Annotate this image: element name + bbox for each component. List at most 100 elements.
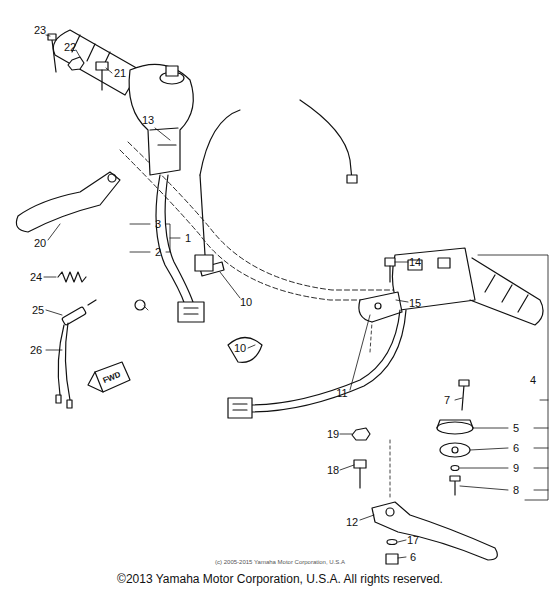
cable-13	[347, 175, 357, 183]
leader-lines	[340, 434, 352, 435]
left-wire-harness	[184, 308, 198, 314]
leader-lines	[248, 345, 255, 348]
left-switch-housing	[129, 64, 193, 175]
left-grip	[53, 30, 140, 95]
callout-number: 14	[408, 256, 422, 269]
cover-5	[437, 420, 473, 428]
cover-5	[437, 420, 473, 434]
callout-number: 26	[29, 344, 43, 357]
left-switch-housing	[150, 128, 178, 145]
lever-bracket-11	[375, 303, 381, 309]
callout-number: 21	[113, 67, 127, 80]
nut-19	[352, 428, 370, 440]
leader-lines	[455, 398, 462, 400]
switch-25	[88, 300, 96, 305]
leader-lines	[106, 68, 112, 73]
callout-number: 19	[326, 428, 340, 441]
callout-number: 6	[512, 442, 520, 455]
callout-number: 3	[154, 218, 162, 231]
leader-lines	[396, 300, 408, 302]
right-wire-harness	[250, 310, 406, 412]
cap-6	[452, 447, 458, 453]
callout-number: 6	[409, 551, 417, 564]
leader-lines	[398, 540, 406, 542]
leader-lines	[46, 350, 62, 351]
nut	[135, 300, 145, 310]
nut	[135, 300, 145, 310]
wire-26	[67, 400, 72, 408]
left-wire-harness	[165, 175, 193, 302]
callout-number: 2	[154, 246, 162, 259]
right-switch-housing	[470, 258, 543, 325]
leader-lines	[220, 272, 240, 298]
bolt-18	[354, 460, 366, 488]
washer-9	[451, 466, 459, 471]
right-wire-harness	[233, 404, 247, 410]
right-switch-housing	[438, 258, 450, 268]
leader-lines	[460, 486, 508, 490]
leader-lines	[473, 428, 508, 429]
right-switch-housing	[392, 248, 543, 325]
screw-14	[385, 258, 395, 282]
callout-number: 18	[326, 464, 340, 477]
callout-number: 17	[406, 534, 420, 547]
lever-bracket-11	[359, 292, 402, 322]
washer-9	[451, 466, 459, 471]
right-wire-harness	[250, 310, 400, 405]
right-switch-housing	[392, 248, 475, 310]
cap-6	[440, 443, 470, 457]
callout-number: 24	[29, 271, 43, 284]
leader-lines	[46, 35, 50, 36]
screw-7	[459, 380, 469, 410]
cable-13	[200, 110, 240, 175]
leader-lines	[44, 35, 548, 558]
lever-bracket-11	[359, 292, 402, 322]
bushing-6	[386, 554, 398, 564]
nut-22	[68, 57, 84, 70]
leader-lines	[390, 440, 391, 500]
wire-26	[56, 323, 72, 408]
fwd-arrow	[95, 362, 130, 392]
callout-number: 10	[233, 342, 247, 355]
leader-lines	[166, 224, 180, 252]
copyright-caption: ©2013 Yamaha Motor Corporation, U.S.A. A…	[0, 572, 560, 586]
wire-26	[58, 323, 70, 400]
callout-number: 1	[184, 232, 192, 245]
wire-clamp-10	[200, 262, 262, 362]
right-switch-housing	[485, 275, 528, 312]
leader-lines	[398, 557, 406, 558]
fwd-arrow	[88, 362, 130, 392]
wire-clamp-10	[228, 338, 262, 363]
spring-24	[58, 272, 86, 282]
bushing-6	[386, 554, 398, 564]
screw-14	[389, 266, 390, 282]
screw-8	[454, 480, 455, 495]
fwd-arrow	[88, 372, 103, 392]
leader-lines	[130, 224, 150, 225]
spring-24	[58, 272, 86, 282]
leader-lines	[370, 322, 372, 352]
callout-number: 13	[141, 114, 155, 127]
parts-illustration	[16, 30, 548, 564]
lever-12	[372, 502, 497, 560]
cover-5	[437, 422, 473, 434]
callout-number: 11	[335, 387, 348, 400]
bolt-18	[354, 460, 366, 468]
callout-number: 23	[33, 24, 47, 37]
switch-25	[62, 300, 96, 325]
leader-lines	[48, 224, 60, 240]
lever-12	[372, 502, 497, 560]
callout-number: 25	[31, 304, 45, 317]
cable-13	[300, 100, 352, 180]
left-wire-harness	[156, 175, 185, 305]
nut-22	[68, 57, 84, 70]
cable-13	[195, 255, 213, 271]
lever-20	[16, 172, 120, 232]
wire-26	[56, 395, 61, 403]
ring-17	[387, 540, 397, 545]
left-grip	[53, 30, 140, 95]
screw-7	[462, 385, 464, 410]
leader-lines	[460, 468, 508, 469]
switch-25	[62, 307, 87, 326]
